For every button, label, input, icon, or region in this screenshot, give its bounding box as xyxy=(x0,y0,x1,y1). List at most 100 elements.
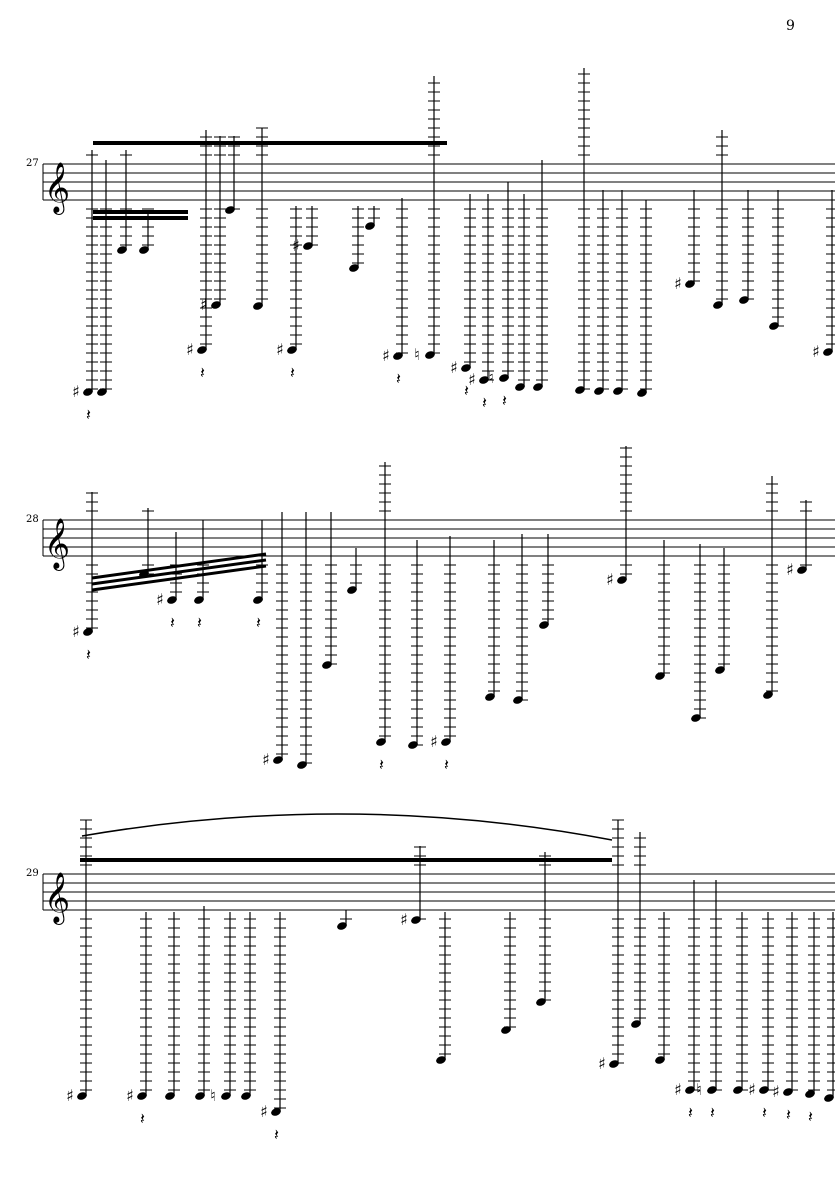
rest-icon: 𝄽 xyxy=(274,1125,279,1144)
notehead xyxy=(691,714,701,722)
noteheads: ♯𝄽♯𝄽♯♯𝄽♯♯𝄽♮♯𝄽♯𝄽♮𝄽♯♯ xyxy=(72,73,835,424)
note-stems xyxy=(91,446,807,765)
notehead xyxy=(769,322,779,330)
beams xyxy=(93,141,447,220)
notehead xyxy=(211,301,221,309)
notehead xyxy=(715,666,725,674)
notehead xyxy=(271,1108,281,1116)
system-28: 28 𝄞 ♯𝄽♯𝄽𝄽𝄽♯𝄽♯𝄽♯♯ xyxy=(26,446,835,774)
measure-number-27: 27 xyxy=(26,158,39,169)
measure-number-29: 29 xyxy=(26,868,39,879)
staff-lines xyxy=(43,873,835,911)
notehead xyxy=(365,222,375,230)
rest-icon: 𝄽 xyxy=(200,363,205,382)
rest-icon: 𝄽 xyxy=(482,393,487,412)
notehead xyxy=(347,586,357,594)
notehead xyxy=(221,1092,231,1100)
rest-icon: 𝄽 xyxy=(197,613,202,632)
notehead xyxy=(83,628,93,636)
rest-icon: 𝄽 xyxy=(170,613,175,632)
page-number: 9 xyxy=(786,18,795,34)
rest-icon: 𝄽 xyxy=(396,369,401,388)
sharp-icon: ♯ xyxy=(186,340,194,359)
notehead xyxy=(287,346,297,354)
sharp-icon: ♯ xyxy=(450,358,458,377)
sharp-icon: ♯ xyxy=(156,590,164,609)
notehead xyxy=(824,1094,834,1102)
system-29: 29 𝄞 ♯♯𝄽♮♯𝄽♯♯♯𝄽♮𝄽♯𝄽♯𝄽𝄽 xyxy=(26,813,835,1144)
sharp-icon: ♯ xyxy=(468,370,476,389)
notehead xyxy=(139,246,149,254)
notehead xyxy=(631,1020,641,1028)
rest-icon: 𝄽 xyxy=(379,755,384,774)
natural-icon: ♮ xyxy=(696,1080,702,1099)
notehead xyxy=(195,1092,205,1100)
treble-clef-icon: 𝄞 xyxy=(44,872,70,925)
notehead xyxy=(322,661,332,669)
notehead xyxy=(485,693,495,701)
notehead xyxy=(617,576,627,584)
measure-number-28: 28 xyxy=(26,514,39,525)
notehead xyxy=(655,1056,665,1064)
notehead xyxy=(441,738,451,746)
natural-icon: ♮ xyxy=(210,1086,216,1105)
notehead xyxy=(501,1026,511,1034)
notehead xyxy=(823,348,833,356)
sharp-icon: ♯ xyxy=(606,570,614,589)
rest-icon: 𝄽 xyxy=(762,1103,767,1122)
sharp-icon: ♯ xyxy=(66,1086,74,1105)
notehead xyxy=(763,691,773,699)
treble-clef-icon: 𝄞 xyxy=(44,518,70,571)
notehead xyxy=(83,388,93,396)
sharp-icon: ♯ xyxy=(772,1082,780,1101)
sharp-icon: ♯ xyxy=(674,274,682,293)
sharp-icon: ♯ xyxy=(72,382,80,401)
notehead xyxy=(609,1060,619,1068)
notehead xyxy=(499,374,509,382)
sharp-icon: ♯ xyxy=(262,750,270,769)
notehead xyxy=(594,387,604,395)
sharp-icon: ♯ xyxy=(276,340,284,359)
sharp-icon: ♯ xyxy=(786,560,794,579)
note-stems xyxy=(85,820,834,1112)
rest-icon: 𝄽 xyxy=(444,755,449,774)
notehead xyxy=(536,998,546,1006)
sharp-icon: ♯ xyxy=(382,346,390,365)
notehead xyxy=(165,1092,175,1100)
notehead xyxy=(297,761,307,769)
notehead xyxy=(225,206,235,214)
rest-icon: 𝄽 xyxy=(140,1109,145,1128)
notehead xyxy=(513,696,523,704)
sharp-icon: ♯ xyxy=(812,342,820,361)
notehead xyxy=(273,756,283,764)
beams xyxy=(91,552,267,592)
staff-lines xyxy=(43,519,835,557)
notehead xyxy=(425,351,435,359)
notehead xyxy=(739,296,749,304)
tie-arc xyxy=(81,813,613,841)
notehead xyxy=(197,346,207,354)
rest-icon: 𝄽 xyxy=(290,363,295,382)
rest-icon: 𝄽 xyxy=(502,391,507,410)
notehead xyxy=(515,383,525,391)
notehead xyxy=(253,596,263,604)
sharp-icon: ♯ xyxy=(200,295,208,314)
notehead xyxy=(713,301,723,309)
notehead xyxy=(637,389,647,397)
notehead xyxy=(97,388,107,396)
natural-icon: ♮ xyxy=(414,345,420,364)
notehead xyxy=(733,1086,743,1094)
notehead xyxy=(137,1092,147,1100)
notehead xyxy=(77,1092,87,1100)
noteheads: ♯𝄽♯𝄽𝄽𝄽♯𝄽♯𝄽♯♯ xyxy=(72,447,812,774)
sharp-icon: ♯ xyxy=(748,1080,756,1099)
notehead xyxy=(539,621,549,629)
system-27: 27 𝄞 ♯𝄽♯𝄽♯♯𝄽♯♯𝄽♮♯𝄽♯𝄽♮𝄽♯♯ xyxy=(26,68,835,424)
sharp-icon: ♯ xyxy=(126,1086,134,1105)
rest-icon: 𝄽 xyxy=(86,645,91,664)
notehead xyxy=(783,1088,793,1096)
notehead xyxy=(461,364,471,372)
sharp-icon: ♯ xyxy=(598,1054,606,1073)
notehead xyxy=(349,264,359,272)
notehead xyxy=(805,1090,815,1098)
